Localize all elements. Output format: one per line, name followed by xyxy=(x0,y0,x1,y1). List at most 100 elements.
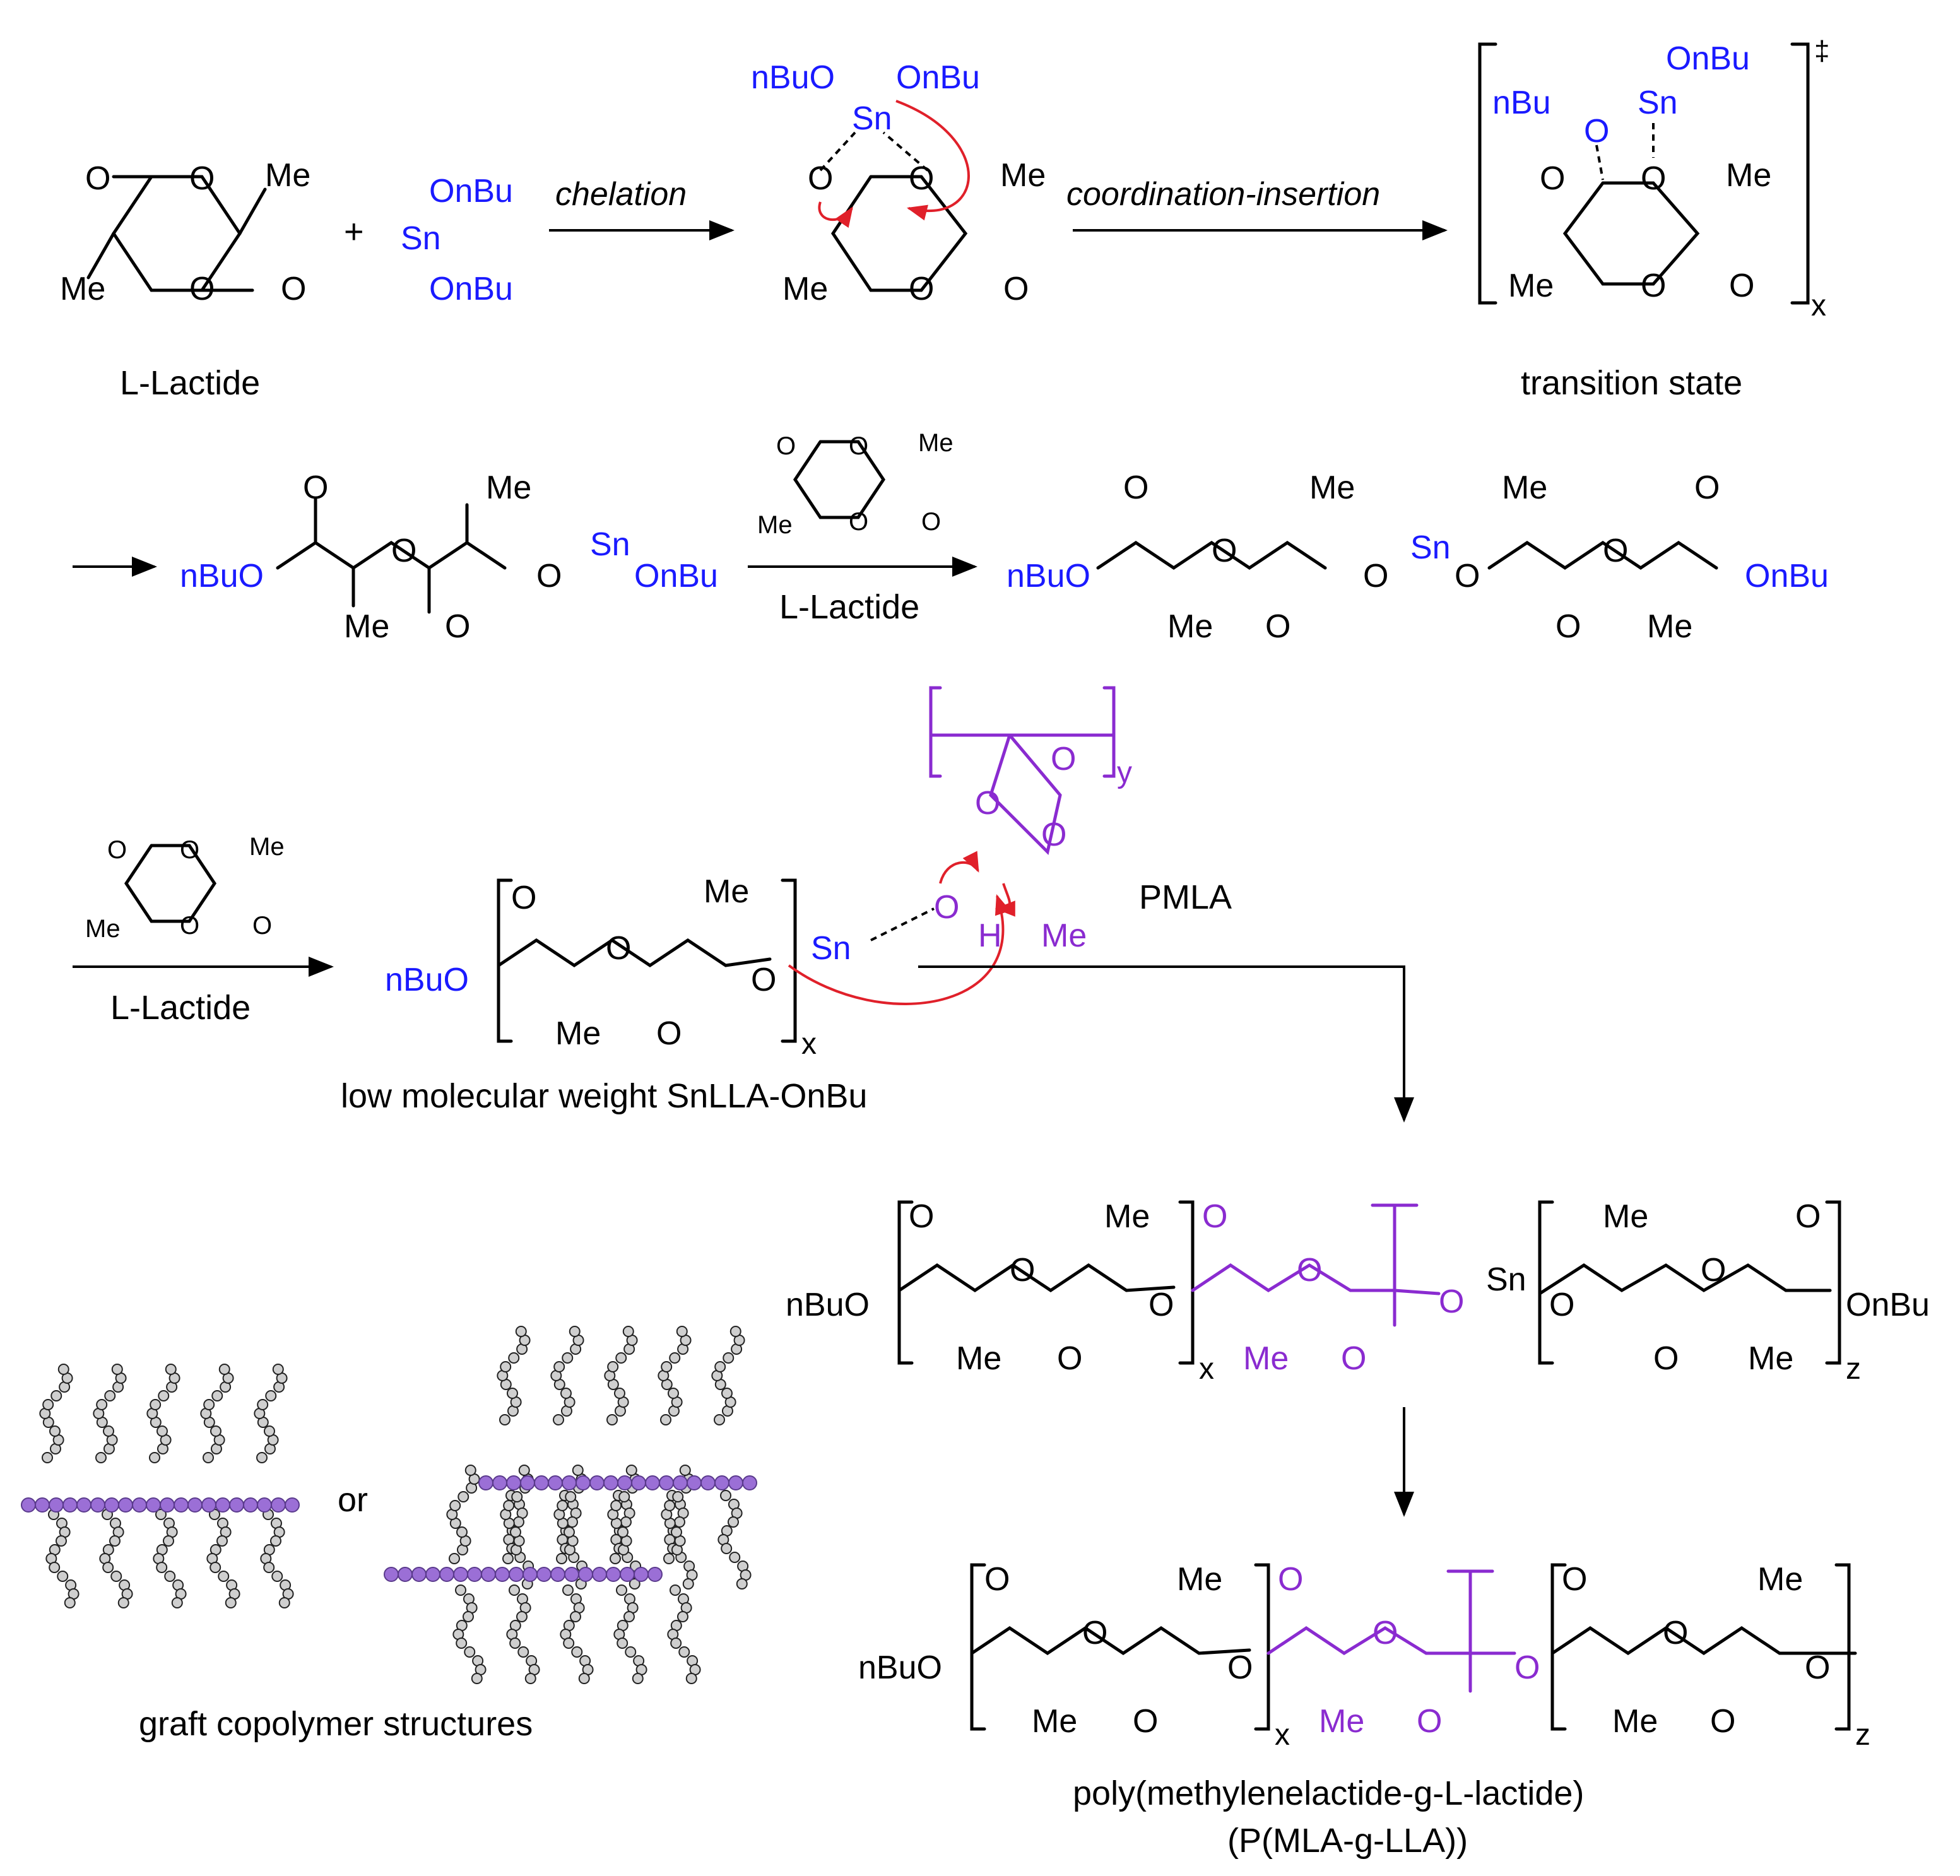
backbone-bead xyxy=(201,1497,216,1513)
side-chain-bead xyxy=(109,1535,121,1547)
grafting-arrow xyxy=(918,965,1414,1123)
side-chain-bead xyxy=(269,1535,281,1547)
sn-lla-onbu-structure: nBuO O O O O Me Me x Sn xyxy=(385,873,1011,1061)
backbone-bead xyxy=(384,1567,399,1582)
side-chain-bead xyxy=(216,1535,228,1547)
svg-text:‡: ‡ xyxy=(1814,35,1829,66)
side-chain-bead xyxy=(565,1491,577,1502)
svg-text:O: O xyxy=(1710,1703,1735,1740)
backbone-bead xyxy=(495,1567,510,1582)
svg-text:Me: Me xyxy=(1757,1561,1803,1598)
side-chain-bead xyxy=(610,1553,621,1564)
side-chain-bead xyxy=(714,1414,725,1425)
side-chain-bead xyxy=(571,1646,583,1658)
backbone-bead xyxy=(659,1475,674,1490)
side-chain-bead xyxy=(557,1500,569,1511)
backbone-bead xyxy=(603,1475,618,1490)
side-chain-bead xyxy=(512,1516,524,1528)
side-chain-bead xyxy=(670,1526,682,1538)
backbone-bead xyxy=(687,1475,702,1490)
side-chain-bead xyxy=(96,1399,108,1410)
backbone-bead xyxy=(550,1567,565,1582)
svg-text:O: O xyxy=(909,1198,934,1235)
svg-text:O: O xyxy=(1082,1615,1107,1651)
svg-text:O: O xyxy=(1363,558,1388,594)
side-chain-bead xyxy=(57,1571,69,1582)
backbone-bead xyxy=(606,1567,621,1582)
side-chain-bead xyxy=(155,1509,167,1520)
svg-text:O: O xyxy=(1805,1649,1830,1686)
side-chain-bead xyxy=(617,1526,629,1538)
side-chain-bead xyxy=(458,1491,469,1502)
svg-text:Me: Me xyxy=(265,157,310,194)
svg-text:nBuO: nBuO xyxy=(858,1649,942,1686)
side-chain-bead xyxy=(256,1452,268,1463)
side-chain-bead xyxy=(679,1465,691,1476)
svg-text:Me: Me xyxy=(704,873,749,910)
side-chain-bead xyxy=(676,1611,688,1622)
svg-text:nBuO: nBuO xyxy=(180,558,264,594)
side-chain-bead xyxy=(727,1516,739,1528)
backbone-bead xyxy=(478,1475,493,1490)
side-chain-bead xyxy=(156,1562,168,1573)
svg-text:nBuO: nBuO xyxy=(1007,558,1090,594)
svg-text:O: O xyxy=(189,160,215,197)
svg-text:O: O xyxy=(511,880,536,916)
backbone-bead xyxy=(398,1567,413,1582)
svg-text:Me: Me xyxy=(555,1015,601,1052)
side-chain-bead xyxy=(508,1352,520,1364)
svg-text:O: O xyxy=(656,1015,682,1052)
side-chain-bead xyxy=(670,1637,682,1649)
svg-text:O: O xyxy=(1041,817,1066,853)
svg-text:Sn: Sn xyxy=(1486,1261,1526,1298)
side-chain-bead xyxy=(503,1500,515,1511)
side-chain-bead xyxy=(210,1562,221,1573)
backbone-bead xyxy=(174,1497,189,1513)
svg-text:OnBu: OnBu xyxy=(1846,1287,1930,1323)
side-chain-bead xyxy=(272,1364,284,1375)
svg-text:Me: Me xyxy=(1508,268,1554,304)
side-chain-bead xyxy=(42,1452,53,1463)
l-lactide-reagent-label-2: L-Lactide xyxy=(110,989,251,1027)
graft-product-structure: nBuO O O O O Me Me x O O O O Me O O O O … xyxy=(858,1561,1870,1752)
side-chain-bead xyxy=(553,1414,564,1425)
side-chain-bead xyxy=(50,1390,62,1401)
backbone-bead xyxy=(520,1475,535,1490)
ring-opened-intermediate: nBuO O O O O Me Me Sn OnBu xyxy=(180,469,718,645)
svg-text:nBu: nBu xyxy=(1492,85,1551,121)
side-chain-bead xyxy=(42,1399,54,1410)
side-chain-bead xyxy=(672,1491,684,1502)
side-chain-bead xyxy=(456,1526,468,1538)
side-chain-bead xyxy=(49,1562,61,1573)
svg-text:O: O xyxy=(606,930,631,967)
side-chain-bead xyxy=(218,1571,230,1582)
svg-text:nBuO: nBuO xyxy=(751,59,835,96)
backbone-bead xyxy=(146,1497,161,1513)
side-chain-bead xyxy=(265,1390,277,1401)
svg-text:O: O xyxy=(391,533,416,569)
backbone-bead xyxy=(562,1475,577,1490)
svg-text:O: O xyxy=(1694,469,1720,506)
svg-text:O: O xyxy=(536,558,562,594)
svg-text:Me: Me xyxy=(757,511,793,539)
side-chain-bead xyxy=(203,1399,215,1410)
side-chain-bead xyxy=(165,1364,177,1375)
svg-text:O: O xyxy=(934,889,959,926)
svg-text:x: x xyxy=(1811,289,1826,322)
svg-text:O: O xyxy=(1701,1252,1726,1289)
svg-text:O: O xyxy=(984,1561,1010,1598)
product-name-line2: (P(MLA-g-LLA)) xyxy=(1227,1822,1468,1860)
backbone-bead xyxy=(509,1567,524,1582)
svg-text:O: O xyxy=(445,608,470,645)
side-chain-bead xyxy=(563,1526,575,1538)
svg-text:O: O xyxy=(751,962,776,998)
chelation-label: chelation xyxy=(555,176,687,213)
svg-text:z: z xyxy=(1846,1352,1861,1386)
svg-text:Sn: Sn xyxy=(401,220,441,257)
svg-text:O: O xyxy=(281,271,306,307)
side-chain-bead xyxy=(102,1562,114,1573)
side-chain-bead xyxy=(49,1425,61,1437)
backbone-bead xyxy=(534,1475,549,1490)
side-chain-bead xyxy=(55,1535,67,1547)
backbone-bead xyxy=(49,1497,64,1513)
